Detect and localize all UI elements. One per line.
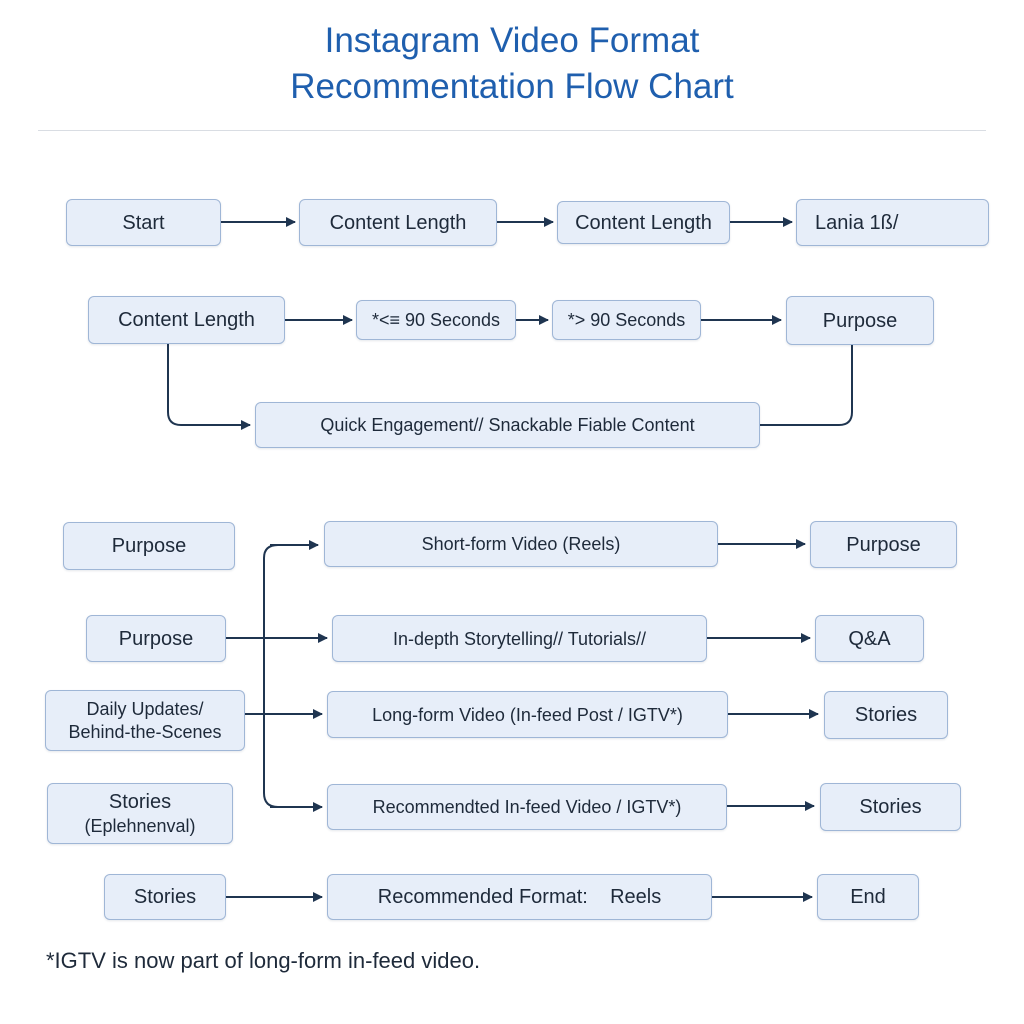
node-stories-2: Stories [820, 783, 961, 831]
node-qa: Q&A [815, 615, 924, 662]
node-stories-ephemeral-line-2: (Eplehnenval) [84, 815, 196, 836]
node-stories-1: Stories [824, 691, 948, 739]
node-long-form-video: Long-form Video (In-feed Post / IGTV*) [327, 691, 728, 738]
node-content-length-2: Content Length [557, 201, 730, 244]
page-title-line-1: Instagram Video Format [324, 21, 700, 60]
node-lania: Lania 1ß/ [796, 199, 989, 246]
node-content-length-3: Content Length [88, 296, 285, 344]
node-le-90-seconds: *<≡ 90 Seconds [356, 300, 516, 340]
node-stories-ephemeral: Stories (Eplehnenval) [47, 783, 233, 844]
node-purpose-4: Purpose [86, 615, 226, 662]
node-content-length-1: Content Length [299, 199, 497, 246]
node-gt-90-seconds: *> 90 Seconds [552, 300, 701, 340]
node-daily-updates-line-1: Daily Updates/ [86, 698, 204, 719]
node-purpose-2: Purpose [63, 522, 235, 570]
footnote: *IGTV is now part of long-form in-feed v… [46, 948, 481, 973]
node-purpose-3: Purpose [810, 521, 957, 568]
connector-purpose-to-quick-engagement [760, 345, 853, 426]
node-stories-ephemeral-line-1: Stories [108, 790, 172, 813]
node-daily-updates: Daily Updates/ Behind-the-Scenes [45, 690, 245, 751]
node-stories-3: Stories [104, 874, 226, 920]
node-in-depth-storytelling: In-depth Storytelling// Tutorials// [332, 615, 707, 662]
node-start: Start [66, 199, 221, 246]
node-purpose-1: Purpose [786, 296, 934, 345]
page-title-line-2: Recommentation Flow Chart [290, 67, 734, 106]
node-quick-engagement: Quick Engagement// Snackable Fiable Cont… [255, 402, 760, 448]
title-divider [38, 130, 986, 131]
arrow-content-length-to-quick-engagement [167, 344, 251, 430]
node-recommended-infeed-video: Recommendted In-feed Video / IGTV*) [327, 784, 727, 830]
node-short-form-video: Short-form Video (Reels) [324, 521, 718, 567]
node-recommended-format: Recommended Format: Reels [327, 874, 712, 920]
node-daily-updates-line-2: Behind-the-Scenes [68, 721, 222, 742]
node-end: End [817, 874, 919, 920]
bracket-vertical [263, 544, 279, 808]
